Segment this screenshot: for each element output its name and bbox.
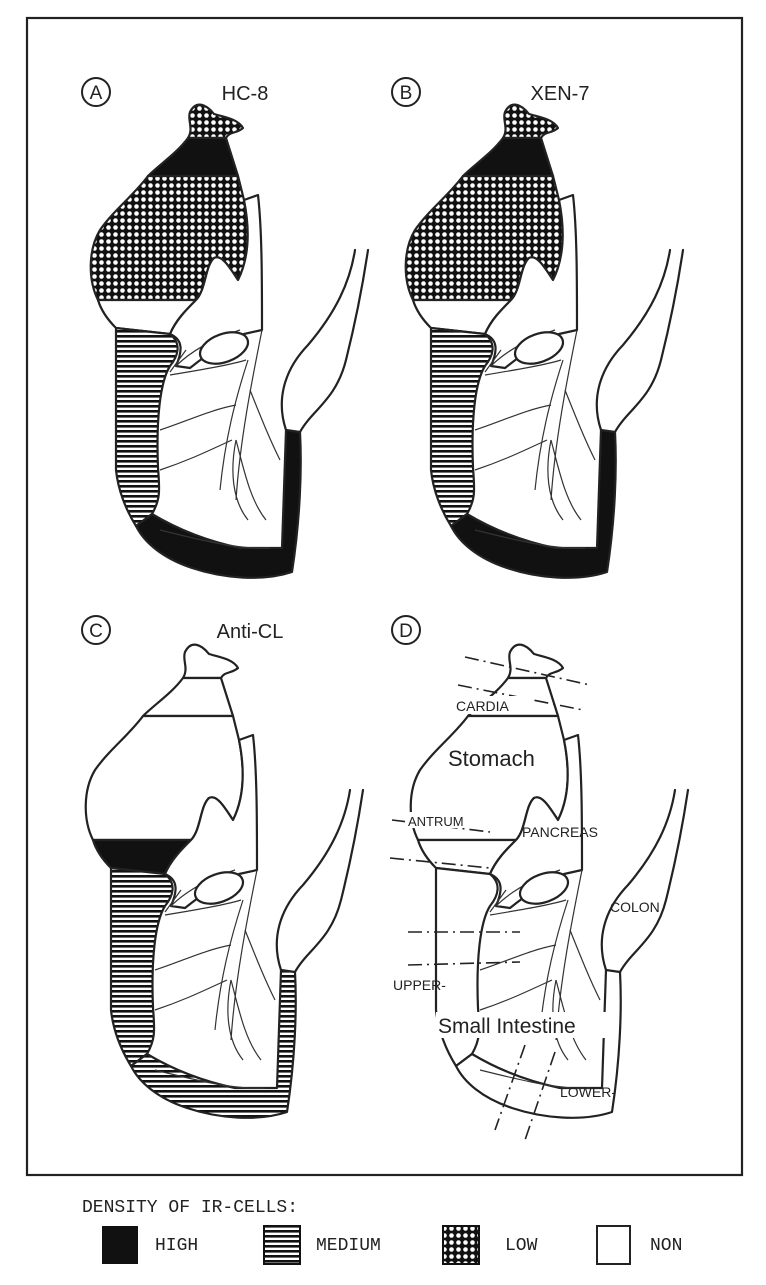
region-upper	[109, 866, 174, 1068]
organ-diagram-a	[89, 103, 370, 579]
organ-diagram-c	[84, 643, 365, 1119]
region-wedge	[483, 193, 579, 370]
legend-swatch-high	[102, 1226, 138, 1264]
panel-letter-d: D	[399, 621, 413, 642]
region-fundus-top	[461, 136, 555, 178]
legend: DENSITY OF IR-CELLS: HIGH MEDIUM LOW NON	[82, 1198, 682, 1265]
label-upper: UPPER-	[393, 977, 446, 993]
region-lower	[134, 428, 302, 579]
region-upper	[114, 326, 179, 528]
label-colon: COLON	[610, 899, 660, 915]
panel-c	[84, 643, 365, 1119]
panel-letters: A B C D HC-8 XEN-7 Anti-CL	[81, 77, 590, 645]
legend-swatch-non	[596, 1225, 631, 1265]
label-antrum: ANTRUM	[408, 814, 464, 829]
legend-label-low: LOW	[505, 1236, 538, 1256]
region-lower	[454, 968, 622, 1119]
label-lower: LOWER-	[560, 1084, 616, 1100]
region-wedge	[488, 733, 584, 910]
label-pancreas: PANCREAS	[522, 824, 598, 840]
panel-letter-c: C	[89, 621, 103, 642]
region-cardia	[186, 103, 245, 140]
legend-label-medium: MEDIUM	[316, 1236, 381, 1256]
region-wedge	[163, 733, 259, 910]
panel-letter-a: A	[90, 83, 103, 104]
legend-label-non: NON	[650, 1236, 682, 1256]
region-upper	[429, 326, 494, 528]
region-cardia	[501, 103, 560, 140]
panel-title-a: HC-8	[222, 83, 269, 105]
region-lower	[449, 428, 617, 579]
anatomy-labels: CARDIA Stomach ANTRUM PANCREAS COLON UPP…	[393, 696, 660, 1100]
panel-d	[409, 643, 690, 1119]
region-lower	[129, 968, 297, 1119]
label-small-intestine: Small Intestine	[438, 1015, 576, 1038]
panel-a	[89, 103, 370, 579]
panel-title-b: XEN-7	[531, 83, 590, 105]
panel-title-c: Anti-CL	[217, 621, 284, 643]
region-fundus-top	[141, 676, 235, 718]
panel-b	[404, 103, 685, 579]
legend-title: DENSITY OF IR-CELLS:	[82, 1198, 298, 1218]
panel-letter-b: B	[400, 83, 413, 104]
section-lines	[389, 656, 591, 1141]
organ-diagram-d	[409, 643, 690, 1119]
organ-diagram-b	[404, 103, 685, 579]
label-stomach: Stomach	[448, 746, 535, 771]
legend-swatch-low	[442, 1225, 480, 1265]
legend-swatch-medium	[263, 1225, 301, 1265]
label-cardia: CARDIA	[456, 698, 510, 714]
region-cardia	[181, 643, 240, 680]
region-wedge	[168, 193, 264, 370]
figure-frame	[25, 16, 744, 1177]
region-fundus-top	[146, 136, 240, 178]
legend-label-high: HIGH	[155, 1236, 198, 1256]
